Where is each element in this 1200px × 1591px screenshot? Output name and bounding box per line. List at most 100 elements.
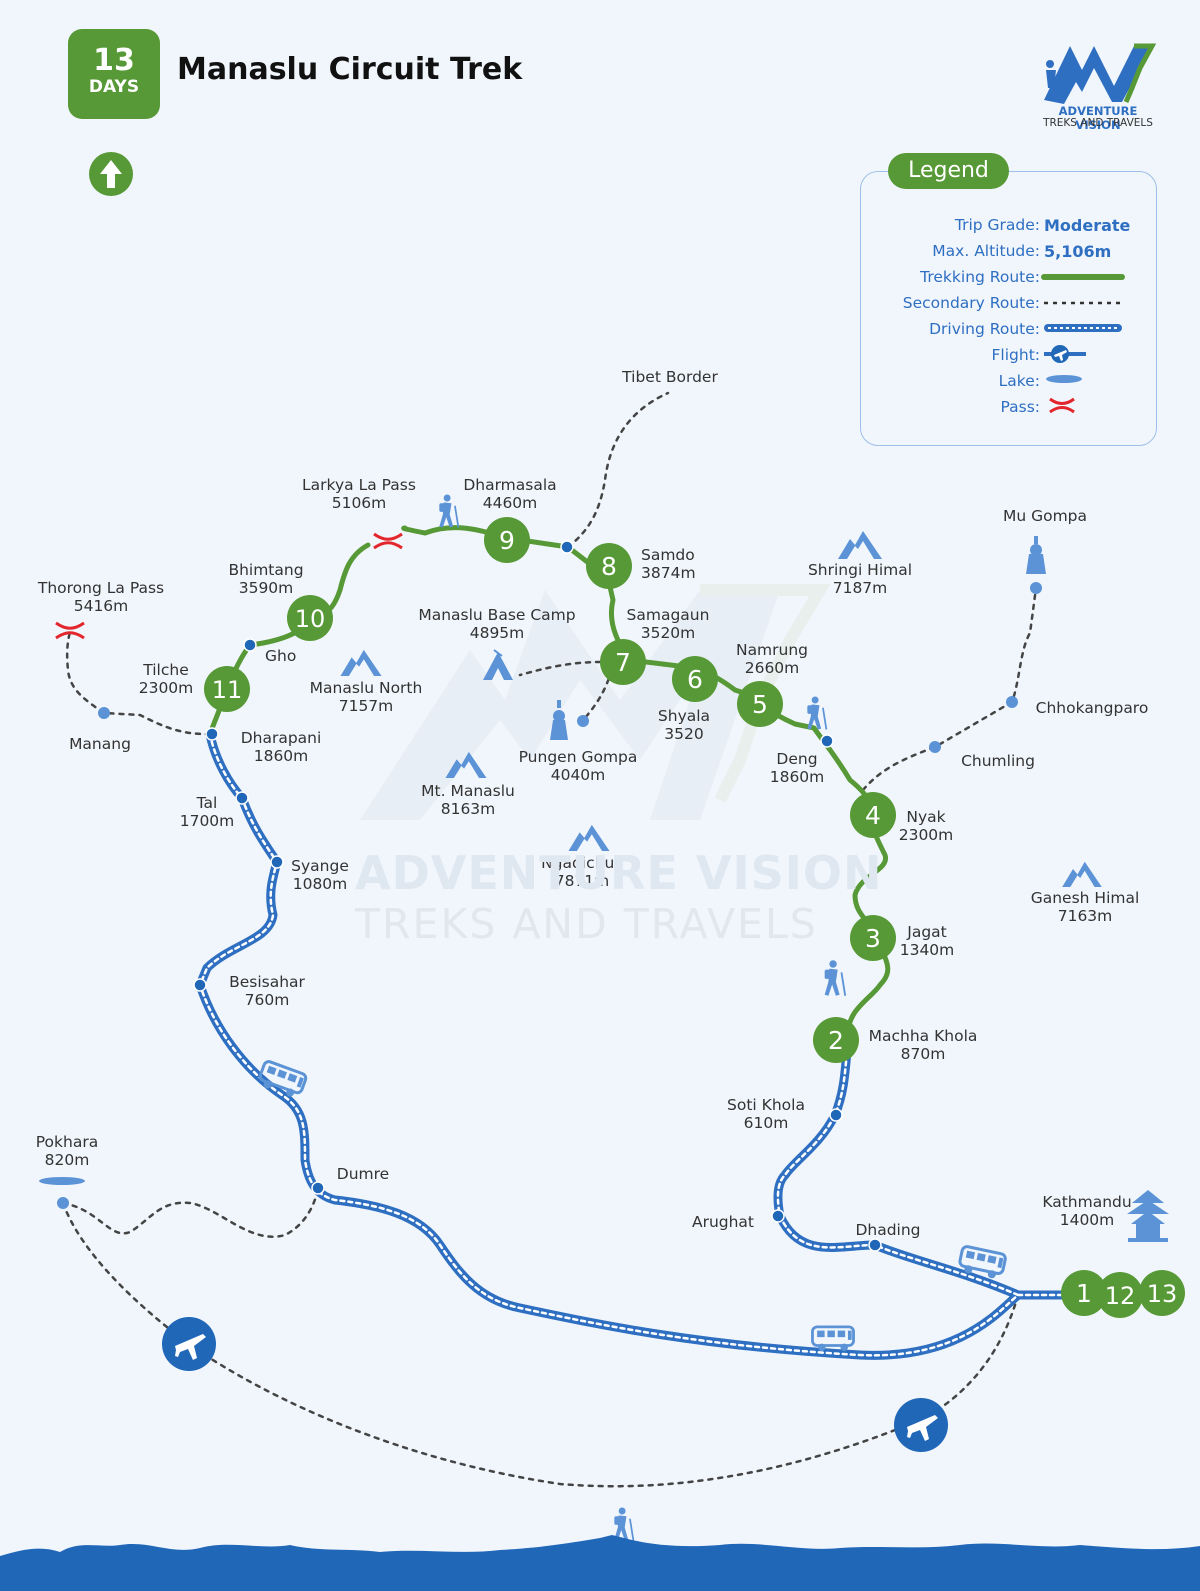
days-number: 13 [93, 43, 135, 78]
mountain-icon [838, 531, 882, 559]
svg-text:6: 6 [687, 665, 703, 694]
svg-text:1: 1 [1076, 1279, 1092, 1308]
label-ganesh-alt: 7163m [1058, 907, 1113, 925]
label-larkya-name: Larkya La Pass [302, 476, 416, 494]
label-mu-gompa: Mu Gompa [1003, 507, 1087, 525]
north-arrow-icon [89, 152, 133, 196]
bus-icon [811, 1325, 855, 1353]
label-thorong-alt: 5416m [74, 597, 129, 615]
legend-max-altitude-label: Max. Altitude: [932, 242, 1040, 260]
legend-swatches [1041, 274, 1125, 414]
north-arrow-shape [100, 160, 122, 188]
label-ngadichuli-name: Ngadichuli [541, 854, 623, 872]
label-chumling: Chumling [961, 752, 1035, 770]
label-dharapani-alt: 1860m [254, 747, 309, 765]
label-manaslu-bc-alt: 4895m [470, 624, 525, 642]
bottom-mountain-silhouette [0, 1535, 1200, 1591]
tent-icon [483, 649, 513, 680]
label-samagaun-alt: 3520m [641, 624, 696, 642]
label-larkya-alt: 5106m [332, 494, 387, 512]
route-nodes [193, 540, 882, 1252]
legend-max-altitude-value: 5,106m [1044, 242, 1112, 261]
label-kathmandu-alt: 1400m [1060, 1211, 1115, 1229]
legend-driving-swatch [1044, 324, 1122, 332]
stop-1: 1 [1061, 1270, 1107, 1316]
legend-lake-label: Lake: [998, 372, 1040, 390]
label-tilche-name: Tilche [142, 661, 189, 679]
legend-trekking-route-label: Trekking Route: [920, 268, 1040, 286]
label-soti-alt: 610m [744, 1114, 789, 1132]
svg-text:8: 8 [601, 552, 617, 581]
brand-logo [1044, 43, 1156, 104]
stop-6: 6 [672, 656, 718, 702]
days-badge: 13 DAYS [68, 29, 160, 119]
label-namrung-name: Namrung [736, 641, 808, 659]
label-shyala-name: Shyala [658, 707, 710, 725]
mountain-icon [340, 649, 382, 676]
label-besisahar-alt: 760m [245, 991, 290, 1009]
label-tibet-border: Tibet Border [621, 368, 718, 386]
secondary-nodes [57, 582, 1042, 1209]
label-dhading: Dhading [855, 1221, 920, 1239]
label-samdo-alt: 3874m [641, 564, 696, 582]
lake-icon [39, 1177, 85, 1185]
label-samagaun-name: Samagaun [627, 606, 710, 624]
label-dharmasala-name: Dharmasala [463, 476, 556, 494]
label-manaslu-bc-name: Manaslu Base Camp [418, 606, 575, 624]
label-nyak-name: Nyak [906, 808, 945, 826]
label-mt-manaslu-name: Mt. Manaslu [421, 782, 515, 800]
stop-11: 11 [204, 666, 250, 712]
label-ganesh-name: Ganesh Himal [1031, 889, 1140, 907]
label-soti-name: Soti Khola [727, 1096, 805, 1114]
legend-secondary-route-label: Secondary Route: [902, 294, 1040, 312]
label-tilche-alt: 2300m [139, 679, 194, 697]
legend-trip-grade-value: Moderate [1044, 216, 1131, 235]
label-shyala-alt: 3520 [664, 725, 703, 743]
stop-8: 8 [586, 543, 632, 589]
pagoda-icon [1127, 1190, 1169, 1242]
label-pokhara-alt: 820m [45, 1151, 90, 1169]
label-shringi-name: Shringi Himal [808, 561, 912, 579]
days-label: DAYS [88, 77, 140, 97]
place-labels: Tibet Border Larkya La Pass 5106m Dharma… [36, 368, 1149, 1239]
legend-lake-swatch [1046, 375, 1082, 383]
thorong-pass-icon [55, 621, 85, 640]
svg-text:11: 11 [212, 676, 243, 704]
label-shringi-alt: 7187m [833, 579, 888, 597]
stop-13: 13 [1139, 1270, 1185, 1316]
label-dharmasala-alt: 4460m [483, 494, 538, 512]
label-jagat-name: Jagat [906, 923, 946, 941]
label-pokhara-name: Pokhara [36, 1133, 98, 1151]
svg-text:13: 13 [1147, 1280, 1178, 1308]
stupa-icon [1026, 536, 1046, 574]
label-manang: Manang [69, 735, 131, 753]
label-bhimtang-alt: 3590m [239, 579, 294, 597]
hiker-icon [806, 695, 828, 731]
legend-trip-grade-label: Trip Grade: [954, 216, 1040, 234]
watermark-text-tagline: TREKS AND TRAVELS [355, 900, 818, 948]
page-title: Manaslu Circuit Trek [177, 52, 523, 87]
label-samdo-name: Samdo [641, 546, 695, 564]
label-pungen-alt: 4040m [551, 766, 606, 784]
brand-tagline: TREKS AND TRAVELS [1043, 117, 1153, 129]
label-machha-alt: 870m [901, 1045, 946, 1063]
label-dharapani-name: Dharapani [241, 729, 322, 747]
label-pungen-name: Pungen Gompa [519, 748, 638, 766]
label-jagat-alt: 1340m [900, 941, 955, 959]
label-nyak-alt: 2300m [899, 826, 954, 844]
stop-5: 5 [737, 681, 783, 727]
label-dumre: Dumre [337, 1165, 389, 1183]
stop-markers: 1 12 13 2 3 4 5 6 7 8 9 10 11 [204, 517, 1185, 1318]
legend-flight-label: Flight: [991, 346, 1041, 364]
hiker-icon [613, 1506, 635, 1542]
svg-text:5: 5 [752, 690, 768, 719]
label-syange-name: Syange [291, 857, 349, 875]
svg-text:3: 3 [865, 924, 881, 953]
label-deng-alt: 1860m [770, 768, 825, 786]
legend-driving-route-label: Driving Route: [929, 320, 1040, 338]
airplane-icon [894, 1398, 948, 1452]
label-machha-name: Machha Khola [869, 1027, 978, 1045]
stupa-icon [550, 700, 568, 740]
stop-7: 7 [600, 639, 646, 685]
